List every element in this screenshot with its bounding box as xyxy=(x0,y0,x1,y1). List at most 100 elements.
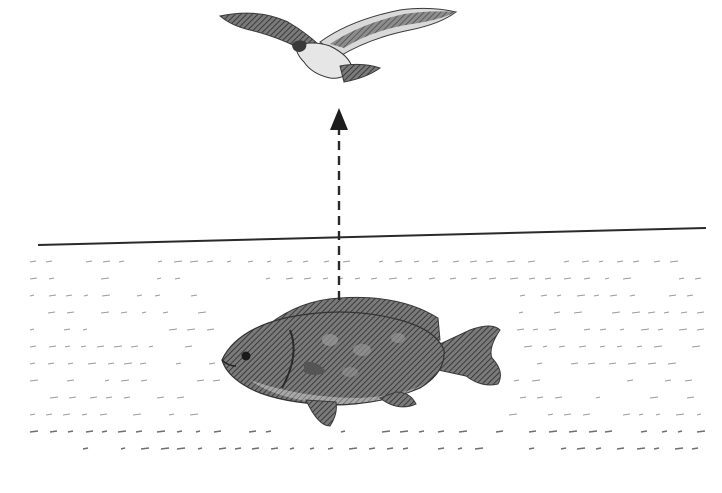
water-dash xyxy=(639,414,643,415)
water-dash xyxy=(121,448,125,449)
water-dash xyxy=(136,431,142,432)
water-dash xyxy=(549,329,556,330)
water-dash xyxy=(267,261,271,262)
water-dash xyxy=(670,261,678,262)
water-dash xyxy=(328,448,333,449)
water-dash xyxy=(475,448,483,449)
water-dash xyxy=(137,295,142,296)
water-dash xyxy=(697,312,704,313)
water-dash xyxy=(408,278,412,279)
water-dash xyxy=(496,431,503,432)
water-dash xyxy=(577,448,585,449)
water-dash xyxy=(470,261,477,262)
water-dash xyxy=(248,261,253,262)
water-dash xyxy=(529,448,534,449)
water-dash xyxy=(510,278,518,279)
water-dash xyxy=(142,312,146,313)
water-dash xyxy=(190,261,198,262)
water-dash xyxy=(65,346,70,347)
water-dash xyxy=(30,431,38,432)
water-dash xyxy=(507,261,515,262)
water-dash xyxy=(697,414,701,415)
water-dash xyxy=(675,448,683,449)
bird-icon xyxy=(220,8,456,82)
water-dash xyxy=(157,431,165,432)
water-dash xyxy=(514,380,519,381)
water-dash xyxy=(196,431,200,432)
water-dash xyxy=(617,346,622,347)
water-dash xyxy=(30,295,34,296)
water-dash xyxy=(458,448,462,449)
water-dash xyxy=(654,346,662,347)
water-dash xyxy=(124,363,132,364)
water-dash xyxy=(46,414,52,415)
water-dash xyxy=(67,380,74,381)
water-dash xyxy=(589,431,597,432)
water-dash xyxy=(157,397,164,398)
water-dash xyxy=(641,329,649,330)
water-dash xyxy=(177,431,182,432)
water-dash xyxy=(30,380,38,381)
water-dash xyxy=(605,278,609,279)
water-dash xyxy=(141,380,147,381)
water-dash xyxy=(341,431,345,432)
water-dash xyxy=(584,329,590,330)
water-dash xyxy=(169,329,177,330)
water-dash xyxy=(637,346,642,347)
water-dash xyxy=(609,363,616,364)
water-dash xyxy=(594,295,599,296)
water-dash xyxy=(697,329,704,330)
water-dash xyxy=(67,312,74,313)
water-dash xyxy=(685,380,692,381)
water-dash xyxy=(561,448,566,449)
water-dash xyxy=(554,312,560,313)
water-dash xyxy=(118,431,126,432)
water-dash xyxy=(648,312,655,313)
water-dash xyxy=(617,261,623,262)
water-dash xyxy=(400,431,408,432)
water-dash xyxy=(90,397,97,398)
water-dash xyxy=(596,448,601,449)
water-dash xyxy=(382,431,390,432)
water-dash xyxy=(654,448,659,449)
water-dash xyxy=(174,261,182,262)
water-dash xyxy=(669,295,676,296)
water-dash xyxy=(69,397,76,398)
water-dash xyxy=(198,312,206,313)
water-dash xyxy=(617,448,624,449)
water-dash xyxy=(209,363,215,364)
water-dash xyxy=(419,431,424,432)
water-dash xyxy=(290,448,294,449)
water-dash xyxy=(486,261,493,262)
water-dash xyxy=(687,295,693,296)
water-dash xyxy=(605,431,612,432)
water-dash xyxy=(169,414,174,415)
water-dash xyxy=(101,312,109,313)
water-dash xyxy=(88,363,96,364)
water-dash xyxy=(140,363,146,364)
water-dash xyxy=(30,261,36,262)
fish-to-bird-arrow xyxy=(330,108,348,300)
water-dash xyxy=(177,397,184,398)
water-dash xyxy=(227,261,231,262)
water-dash xyxy=(379,261,383,262)
water-dash xyxy=(81,346,86,347)
water-dash xyxy=(545,278,551,279)
water-dash xyxy=(687,397,694,398)
water-dash xyxy=(149,346,153,347)
water-dash xyxy=(190,414,198,415)
water-dash xyxy=(537,363,542,364)
water-dash xyxy=(68,431,73,432)
water-dash xyxy=(303,261,308,262)
water-dash xyxy=(389,278,397,279)
water-dash xyxy=(569,431,577,432)
water-dash xyxy=(49,295,56,296)
water-dash xyxy=(450,278,456,279)
water-dash xyxy=(86,261,92,262)
water-dash xyxy=(158,261,162,262)
water-dash xyxy=(68,363,73,364)
water-dash xyxy=(648,363,656,364)
water-dash xyxy=(656,414,660,415)
water-dash xyxy=(50,397,58,398)
water-dash xyxy=(30,414,35,415)
